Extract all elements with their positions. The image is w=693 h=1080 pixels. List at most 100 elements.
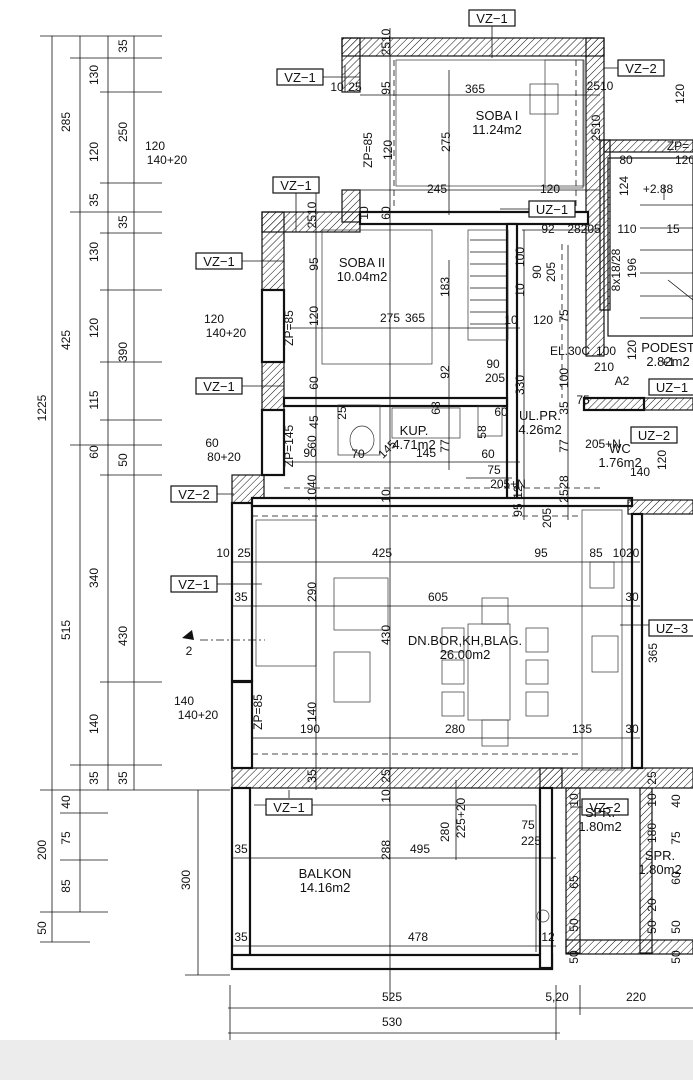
dimension-label: 35 [116, 39, 130, 53]
room-area: 4.71m2 [392, 437, 435, 452]
dimension-label: 95 [511, 503, 525, 517]
dimension-label: 92 [541, 222, 555, 236]
dimension-label: 35 [234, 842, 248, 856]
dimension-label: 75 [521, 818, 535, 832]
dimension-label: 135 [572, 722, 592, 736]
dimension-label: 525 [382, 990, 402, 1004]
dimension-label: 35 [305, 769, 319, 783]
room-name: DN.BOR,KH,BLAG. [408, 633, 522, 648]
wall-tag-label: VZ−1 [178, 577, 209, 592]
dimension-label: 120 [145, 139, 165, 153]
wall-tag: VZ−1 [276, 68, 324, 86]
dimension-label: 390 [116, 342, 130, 362]
dimension-label: 60 [494, 405, 508, 419]
dimension-label: 205+N [490, 477, 526, 491]
dimension-label: 35 [234, 590, 248, 604]
room-area: 1.80m2 [638, 862, 681, 877]
room-soba1: SOBA I11.24m2 [472, 108, 522, 137]
dimension-label: 430 [116, 626, 130, 646]
wall-tag: VZ−1 [468, 9, 516, 27]
dimension-label: 205+N [585, 437, 621, 451]
axis-lines [182, 28, 693, 1000]
dimension-label: +1 [661, 355, 675, 369]
furniture [254, 59, 623, 952]
dimension-label: 140+20 [178, 708, 219, 722]
dimension-label: 85 [589, 546, 603, 560]
dimension-label: +2.88 [643, 182, 674, 196]
dimension-label: 140 [87, 714, 101, 734]
dimension-label: A2 [615, 374, 630, 388]
dimension-label: 65 [567, 875, 581, 889]
room-area: 14.16m2 [300, 880, 351, 895]
dimension-label: 10 [513, 283, 527, 297]
dimension-label: 365 [405, 311, 425, 325]
dimension-label: 90 [303, 446, 317, 460]
dashed-lines [252, 60, 600, 755]
dimension-label: 35 [557, 401, 571, 415]
wall-tag-label: UZ−2 [638, 428, 670, 443]
dimension-label: 288 [379, 840, 393, 860]
dimension-label: 220 [626, 990, 646, 1004]
room-name: BALKON [299, 866, 352, 881]
dimension-label: 75 [576, 393, 590, 407]
room-area: 2.82m2 [646, 354, 689, 369]
dimension-label: 196 [625, 258, 639, 278]
dimension-label: 35 [116, 215, 130, 229]
dimension-label: 115 [87, 390, 101, 409]
dimension-label: 205 [540, 508, 554, 528]
dimension-label: 90 [530, 265, 544, 279]
wall-tag: VZ−2 [617, 59, 665, 77]
dimension-label: 130 [87, 242, 101, 262]
dimension-label: 1020 [613, 546, 640, 560]
dimension-label: 2510 [379, 28, 393, 55]
wall-tag-label: UZ−1 [536, 202, 568, 217]
dimension-label: 10 [216, 546, 230, 560]
dimension-label: 365 [646, 643, 660, 663]
dimension-label: 205 [544, 262, 558, 282]
dimension-label: 430 [379, 625, 393, 645]
room-name: KUP. [400, 423, 429, 438]
dimension-label: 245 [427, 182, 447, 196]
dimension-label: 300 [179, 870, 193, 890]
dimension-label: 60 [379, 206, 393, 220]
dimension-label: 50 [567, 918, 581, 932]
dimension-label: 140+20 [147, 153, 188, 167]
dimension-label: 8x18/28 [609, 248, 623, 291]
dimension-label: 60 [481, 447, 495, 461]
dimension-label: 280 [445, 722, 465, 736]
dimension-label: 35 [87, 193, 101, 207]
wall-tag: UZ−1 [648, 378, 693, 396]
room-area: 11.24m2 [472, 122, 522, 137]
dimension-label: 80 [619, 153, 633, 167]
dimension-label: 225 [521, 834, 541, 848]
dimension-label: 120 [655, 450, 669, 470]
dimension-label: 2510 [305, 201, 319, 228]
dimension-label: 50 [645, 920, 659, 934]
dimension-label: 68 [429, 401, 443, 415]
dimension-label: 515 [59, 620, 73, 640]
dimension-label: 605 [428, 590, 448, 604]
dimension-label: 60 [87, 445, 101, 459]
room-name: SOBA I [476, 108, 519, 123]
wall-tag: VZ−2 [170, 485, 218, 503]
dimension-label: 120 [204, 312, 224, 326]
dimension-label: 25 [379, 769, 393, 783]
dimension-label: 35 [116, 771, 130, 785]
dimension-label: 140 [174, 694, 194, 708]
dimension-label: ZP=85 [282, 310, 296, 346]
dimension-label: 15 [666, 222, 680, 236]
wall-tag: VZ−1 [265, 798, 313, 816]
dimension-label: 210 [594, 360, 614, 374]
dimension-label: 60 [307, 376, 321, 390]
dimension-label: ZP= [667, 139, 689, 153]
dimension-label: 183 [438, 277, 452, 297]
dimension-label: 25 [335, 406, 349, 420]
dimension-label: 50 [669, 950, 683, 964]
dimension-label: 77 [557, 439, 571, 453]
room-area: 26.00m2 [440, 647, 491, 662]
dimension-label: ZP=85 [361, 132, 375, 168]
dimension-label: 1040 [305, 474, 319, 501]
